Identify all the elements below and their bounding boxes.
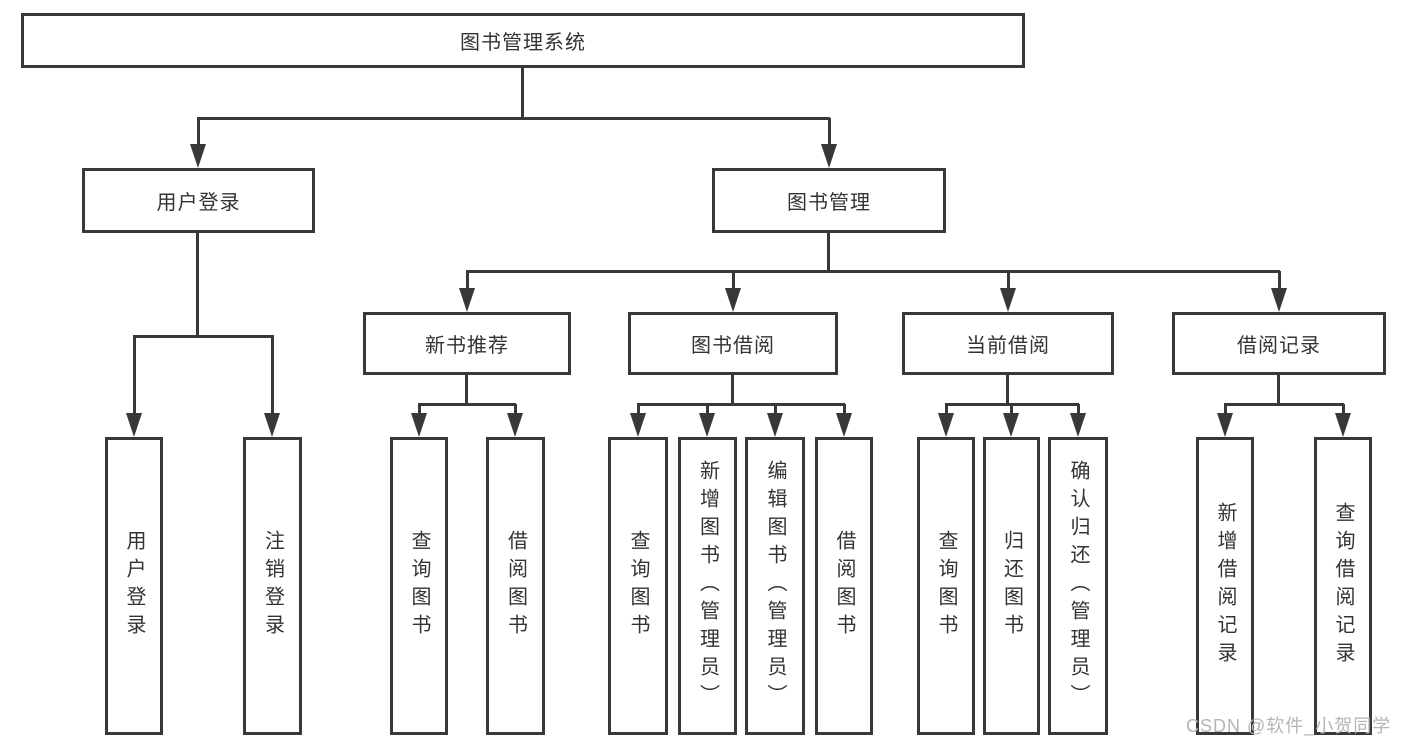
connector-line <box>637 403 845 406</box>
connector-arrow-down <box>699 404 715 437</box>
node-label: 注销登录 <box>261 530 284 642</box>
node-label: 图书管理 <box>787 192 871 214</box>
leaf-borrow-edit-books-admin: 编辑图书（管理员） <box>745 437 805 735</box>
node-borrowing-records: 借阅记录 <box>1172 312 1386 375</box>
connector-arrow-down <box>411 404 427 437</box>
node-library-management-system: 图书管理系统 <box>21 13 1025 68</box>
connector-arrow-down <box>1217 404 1233 437</box>
node-label: 确认归还（管理员） <box>1067 460 1089 712</box>
connector-arrow-down <box>507 404 523 437</box>
connector-arrow-down <box>1335 404 1351 437</box>
connector-line <box>418 403 516 406</box>
connector-line <box>133 335 274 338</box>
connector-line <box>1277 375 1280 405</box>
connector-line <box>827 233 830 272</box>
node-label: 借阅图书 <box>833 530 855 642</box>
node-label: 图书管理系统 <box>460 32 586 54</box>
connector-arrow-down <box>767 404 783 437</box>
connector-line <box>465 375 468 405</box>
connector-arrow-down <box>1000 271 1016 312</box>
node-label: 编辑图书（管理员） <box>764 460 786 712</box>
node-label: 查询借阅记录 <box>1332 502 1354 670</box>
connector-arrow-down <box>836 404 852 437</box>
node-new-book-recommendation: 新书推荐 <box>363 312 571 375</box>
node-label: 用户登录 <box>123 530 145 642</box>
node-label: 归还图书 <box>1000 530 1023 642</box>
leaf-records-query-borrow-record: 查询借阅记录 <box>1314 437 1372 735</box>
connector-arrow-down <box>821 118 837 168</box>
connector-arrow-down <box>1003 404 1019 437</box>
node-book-management: 图书管理 <box>712 168 946 233</box>
node-label: 图书借阅 <box>691 335 775 357</box>
node-label: 新增图书（管理员） <box>696 460 719 712</box>
leaf-recommend-query-books: 查询图书 <box>390 437 448 735</box>
connector-arrow-down <box>459 271 475 312</box>
connector-arrow-down <box>630 404 646 437</box>
connector-line <box>466 270 1280 273</box>
node-label: 查询图书 <box>408 530 430 642</box>
node-label: 查询图书 <box>627 530 649 642</box>
connector-line <box>521 66 524 119</box>
node-label: 新书推荐 <box>425 335 509 357</box>
leaf-records-add-borrow-record: 新增借阅记录 <box>1196 437 1254 735</box>
node-label: 查询图书 <box>935 530 957 642</box>
leaf-recommend-borrow-books: 借阅图书 <box>486 437 545 735</box>
leaf-current-query-books: 查询图书 <box>917 437 975 735</box>
connector-line <box>1224 403 1344 406</box>
connector-arrow-down <box>264 336 280 437</box>
connector-line <box>196 233 199 337</box>
leaf-logout: 注销登录 <box>243 437 302 735</box>
connector-line <box>197 117 830 120</box>
connector-arrow-down <box>1271 271 1287 312</box>
node-user-login: 用户登录 <box>82 168 315 233</box>
node-label: 借阅图书 <box>504 530 527 642</box>
connector-arrow-down <box>190 118 206 168</box>
node-label: 当前借阅 <box>966 335 1050 357</box>
connector-line <box>1006 375 1009 405</box>
leaf-borrow-add-books-admin: 新增图书（管理员） <box>678 437 737 735</box>
node-label: 用户登录 <box>156 192 241 214</box>
connector-arrow-down <box>126 336 142 437</box>
connector-arrow-down <box>725 271 741 312</box>
connector-arrow-down <box>1070 404 1086 437</box>
leaf-borrow-borrow-books: 借阅图书 <box>815 437 873 735</box>
node-label: 新增借阅记录 <box>1214 502 1236 670</box>
node-current-borrowing: 当前借阅 <box>902 312 1114 375</box>
node-label: 借阅记录 <box>1237 335 1321 357</box>
csdn-watermark: CSDN @软件_小贺同学 <box>1186 716 1392 736</box>
leaf-user-login: 用户登录 <box>105 437 163 735</box>
leaf-current-confirm-return-admin: 确认归还（管理员） <box>1048 437 1108 735</box>
connector-line <box>731 375 734 405</box>
connector-arrow-down <box>938 404 954 437</box>
leaf-current-return-books: 归还图书 <box>983 437 1040 735</box>
node-book-borrowing: 图书借阅 <box>628 312 838 375</box>
leaf-borrow-query-books: 查询图书 <box>608 437 668 735</box>
